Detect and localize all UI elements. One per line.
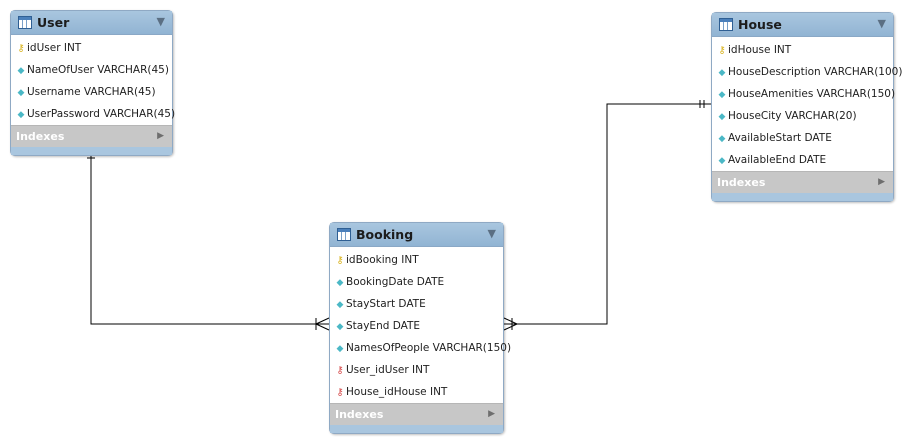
column-diamond-icon: ◆: [17, 88, 25, 98]
crowfoot-mark-booking-house: [503, 317, 518, 325]
relationship-house-booking[interactable]: [504, 103, 711, 325]
column-row[interactable]: ◆StayEnd DATE: [330, 315, 503, 337]
column-label: NamesOfPeople VARCHAR(150): [346, 342, 512, 354]
column-row[interactable]: ◆NamesOfPeople VARCHAR(150): [330, 337, 512, 359]
table-user[interactable]: User ▼ ⚷idUser INT◆NameOfUser VARCHAR(45…: [10, 10, 176, 156]
column-diamond-icon: ◆: [718, 112, 726, 122]
column-diamond-icon: ◆: [17, 110, 25, 120]
collapse-arrow-icon[interactable]: ▼: [156, 15, 165, 28]
column-label: HouseAmenities VARCHAR(150): [728, 88, 896, 100]
crowfoot-mark-booking-user: [315, 323, 330, 331]
relationship-user-booking[interactable]: [90, 150, 330, 325]
column-row[interactable]: ◆StayStart DATE: [330, 293, 503, 315]
column-diamond-icon: ◆: [718, 90, 726, 100]
column-label: idUser INT: [27, 42, 82, 54]
indexes-label: Indexes: [16, 130, 65, 143]
column-label: AvailableStart DATE: [728, 132, 832, 144]
expand-arrow-icon[interactable]: ▶: [878, 177, 885, 187]
column-label: HouseCity VARCHAR(20): [728, 110, 857, 122]
collapse-arrow-icon[interactable]: ▼: [877, 17, 886, 30]
table-icon: [719, 18, 733, 31]
crowfoot-mark-booking-house: [503, 323, 518, 331]
table-header[interactable]: House ▼: [712, 13, 893, 37]
column-row[interactable]: ◆HouseDescription VARCHAR(100): [712, 61, 903, 83]
column-row[interactable]: ◆HouseCity VARCHAR(20): [712, 105, 893, 127]
column-row[interactable]: ⚷House_idHouse INT: [330, 381, 503, 403]
column-diamond-icon: ◆: [718, 68, 726, 78]
column-diamond-icon: ◆: [336, 300, 344, 310]
table-title: House: [738, 17, 782, 32]
column-row[interactable]: ◆HouseAmenities VARCHAR(150): [712, 83, 896, 105]
column-label: HouseDescription VARCHAR(100): [728, 66, 903, 78]
indexes-section[interactable]: Indexes ▶: [11, 125, 172, 147]
expand-arrow-icon[interactable]: ▶: [157, 131, 164, 141]
column-row[interactable]: ◆Username VARCHAR(45): [11, 81, 172, 103]
column-diamond-icon: ◆: [336, 278, 344, 288]
column-label: User_idUser INT: [346, 364, 430, 376]
column-label: UserPassword VARCHAR(45): [27, 108, 176, 120]
table-icon: [337, 228, 351, 241]
column-row[interactable]: ◆AvailableEnd DATE: [712, 149, 893, 171]
table-house[interactable]: House ▼ ⚷idHouse INT◆HouseDescription VA…: [711, 12, 903, 202]
column-row[interactable]: ⚷idHouse INT: [712, 39, 893, 61]
column-row[interactable]: ◆UserPassword VARCHAR(45): [11, 103, 176, 125]
collapse-arrow-icon[interactable]: ▼: [487, 227, 496, 240]
table-footer: [11, 147, 172, 155]
column-diamond-icon: ◆: [17, 66, 25, 76]
column-label: AvailableEnd DATE: [728, 154, 827, 166]
column-label: House_idHouse INT: [346, 386, 448, 398]
column-label: StayEnd DATE: [346, 320, 421, 332]
indexes-label: Indexes: [335, 408, 384, 421]
column-diamond-icon: ◆: [718, 156, 726, 166]
table-title: User: [37, 15, 70, 30]
column-row[interactable]: ◆NameOfUser VARCHAR(45): [11, 59, 172, 81]
table-footer: [330, 425, 503, 433]
column-list: ⚷idHouse INT◆HouseDescription VARCHAR(10…: [712, 37, 903, 171]
column-row[interactable]: ⚷idUser INT: [11, 37, 172, 59]
indexes-label: Indexes: [717, 176, 766, 189]
column-label: Username VARCHAR(45): [27, 86, 156, 98]
primary-key-icon: ⚷: [17, 43, 25, 54]
expand-arrow-icon[interactable]: ▶: [488, 409, 495, 419]
column-row[interactable]: ⚷User_idUser INT: [330, 359, 503, 381]
indexes-section[interactable]: Indexes ▶: [712, 171, 893, 193]
table-header[interactable]: Booking ▼: [330, 223, 503, 247]
column-diamond-icon: ◆: [718, 134, 726, 144]
foreign-key-icon: ⚷: [336, 365, 344, 376]
table-title: Booking: [356, 227, 414, 242]
primary-key-icon: ⚷: [718, 45, 726, 56]
table-icon: [18, 16, 32, 29]
column-label: NameOfUser VARCHAR(45): [27, 64, 169, 76]
column-row[interactable]: ⚷idBooking INT: [330, 249, 503, 271]
table-booking[interactable]: Booking ▼ ⚷idBooking INT◆BookingDate DAT…: [329, 222, 512, 434]
column-label: idBooking INT: [346, 254, 419, 266]
column-label: idHouse INT: [728, 44, 792, 56]
primary-key-icon: ⚷: [336, 255, 344, 266]
foreign-key-icon: ⚷: [336, 387, 344, 398]
table-footer: [712, 193, 893, 201]
column-row[interactable]: ◆AvailableStart DATE: [712, 127, 893, 149]
indexes-section[interactable]: Indexes ▶: [330, 403, 503, 425]
column-row[interactable]: ◆BookingDate DATE: [330, 271, 503, 293]
column-diamond-icon: ◆: [336, 344, 344, 354]
column-diamond-icon: ◆: [336, 322, 344, 332]
table-header[interactable]: User ▼: [11, 11, 172, 35]
column-list: ⚷idBooking INT◆BookingDate DATE◆StayStar…: [330, 247, 512, 403]
column-label: StayStart DATE: [346, 298, 426, 310]
crowfoot-mark-booking-user: [315, 317, 330, 325]
column-list: ⚷idUser INT◆NameOfUser VARCHAR(45)◆Usern…: [11, 35, 176, 125]
column-label: BookingDate DATE: [346, 276, 445, 288]
